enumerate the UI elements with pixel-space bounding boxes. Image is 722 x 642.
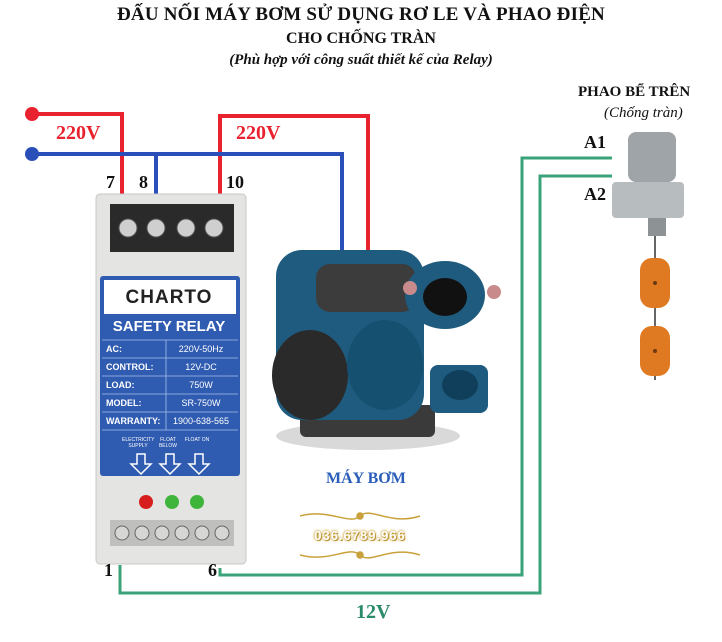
relay-spec-key: LOAD: — [106, 380, 135, 390]
voltage-label-right: 220V — [236, 122, 281, 144]
safety-relay — [95, 193, 247, 565]
terminal-1-label: 1 — [104, 560, 113, 580]
float-terminal-a1: A1 — [584, 132, 606, 152]
relay-spec-key: MODEL: — [106, 398, 142, 408]
control-voltage-label: 12V — [356, 601, 391, 623]
neutral-wire-to-pump — [156, 152, 344, 250]
neutral-wire-left — [25, 147, 158, 200]
diagram-title: ĐẤU NỐI MÁY BƠM SỬ DỤNG RƠ LE VÀ PHAO ĐI… — [117, 4, 605, 25]
terminal-8-label: 8 — [139, 172, 148, 192]
terminal-7-label: 7 — [106, 172, 115, 192]
relay-spec-value: 750W — [189, 380, 213, 390]
water-pump — [272, 250, 501, 450]
phase-wire-to-pump — [218, 114, 370, 250]
float-switch — [612, 132, 684, 380]
diagram-subtitle: CHO CHỐNG TRÀN — [286, 30, 436, 47]
float-terminal-a2: A2 — [584, 184, 606, 204]
phone-number: 036.6789.966 — [314, 528, 406, 543]
control-wire-a1 — [218, 156, 612, 577]
relay-spec-value: SR-750W — [181, 398, 221, 408]
terminal-6-label: 6 — [208, 560, 217, 580]
relay-heading: SAFETY RELAY — [112, 318, 226, 335]
phase-wire-left — [25, 107, 124, 195]
float-switch-subtitle: (Chống tràn) — [604, 105, 683, 121]
relay-brand-logo: CHARTO — [125, 287, 213, 308]
terminal-10-label: 10 — [226, 172, 244, 192]
relay-spec-value: 12V-DC — [185, 362, 217, 372]
relay-spec-key: CONTROL: — [106, 362, 154, 372]
relay-spec-key: AC: — [106, 344, 122, 354]
voltage-label-left: 220V — [56, 122, 101, 144]
pump-label: MÁY BƠM — [326, 470, 406, 487]
ornament — [299, 512, 421, 559]
relay-spec-value: 1900-638-565 — [172, 416, 230, 426]
relay-spec-key: WARRANTY: — [106, 416, 161, 426]
control-wire-a2 — [118, 174, 612, 595]
indicator-label: FLOAT ON — [184, 437, 210, 443]
relay-spec-value: 220V-50Hz — [178, 344, 224, 354]
indicator-label: ELECTRICITY SUPPLY — [122, 437, 155, 449]
indicator-label: FLOAT BELOW — [158, 437, 178, 449]
diagram-note: (Phù hợp với công suất thiết kế của Rela… — [229, 52, 493, 68]
float-switch-title: PHAO BỂ TRÊN — [578, 84, 691, 100]
